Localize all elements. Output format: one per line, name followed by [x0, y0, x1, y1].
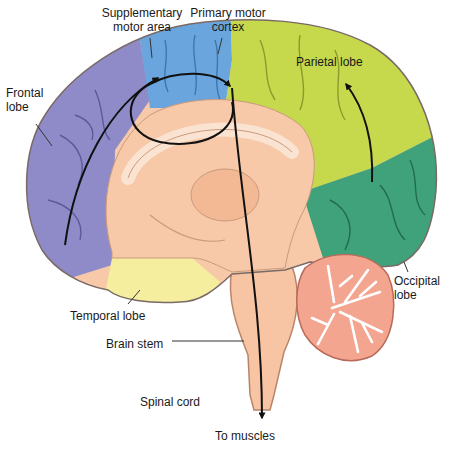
- part-label: Occipital lobe: [394, 274, 446, 302]
- leader-line: [404, 262, 408, 272]
- part-label: Parietal lobe: [296, 55, 363, 69]
- part-label: Frontal lobe: [6, 86, 62, 114]
- medial-surface: [106, 99, 314, 272]
- occipital-sulci: [330, 160, 425, 250]
- corpus-callosum: [128, 129, 292, 178]
- label-wrap: Supplementary motor area: [92, 6, 192, 35]
- motor-sulci: [165, 35, 220, 100]
- label-wrap: Primary motor cortex: [190, 6, 266, 35]
- label-wrap: Occipital lobe: [394, 274, 446, 303]
- part-label: Primary motor cortex: [190, 6, 266, 34]
- cerebellum-branches: [312, 266, 382, 352]
- pathway-arrow: [346, 84, 372, 182]
- part-label: Temporal lobe: [70, 309, 145, 323]
- leader-line: [36, 124, 52, 146]
- label-wrap: Spinal cord: [140, 392, 220, 410]
- leader-line: [150, 38, 152, 58]
- label-wrap: Parietal lobe: [296, 52, 386, 70]
- corpus-callosum-edge: [128, 129, 292, 178]
- brain-stem-shape: [230, 266, 297, 410]
- descending-pathway-arrow: [232, 88, 262, 418]
- label-wrap: Temporal lobe: [70, 306, 170, 324]
- label-wrap: Frontal lobe: [6, 86, 62, 115]
- cerebellum-shape: [297, 254, 394, 360]
- leader-line: [218, 38, 222, 54]
- part-label: Brain stem: [106, 337, 163, 351]
- part-label: Supplementary motor area: [92, 6, 192, 34]
- frontal-sulci: [48, 90, 110, 240]
- part-label: Spinal cord: [140, 395, 200, 409]
- label-wrap: To muscles: [215, 426, 295, 444]
- leader-line: [172, 341, 244, 342]
- medial-fold: [150, 215, 225, 241]
- label-wrap: Brain stem: [106, 334, 186, 352]
- pathway-loop-arrow: [131, 74, 233, 144]
- part-label: To muscles: [215, 429, 275, 443]
- thalamus-shape: [191, 169, 259, 221]
- cerebrum-outline: [27, 20, 437, 303]
- pathway-arrow: [65, 78, 158, 245]
- leader-line: [128, 290, 140, 304]
